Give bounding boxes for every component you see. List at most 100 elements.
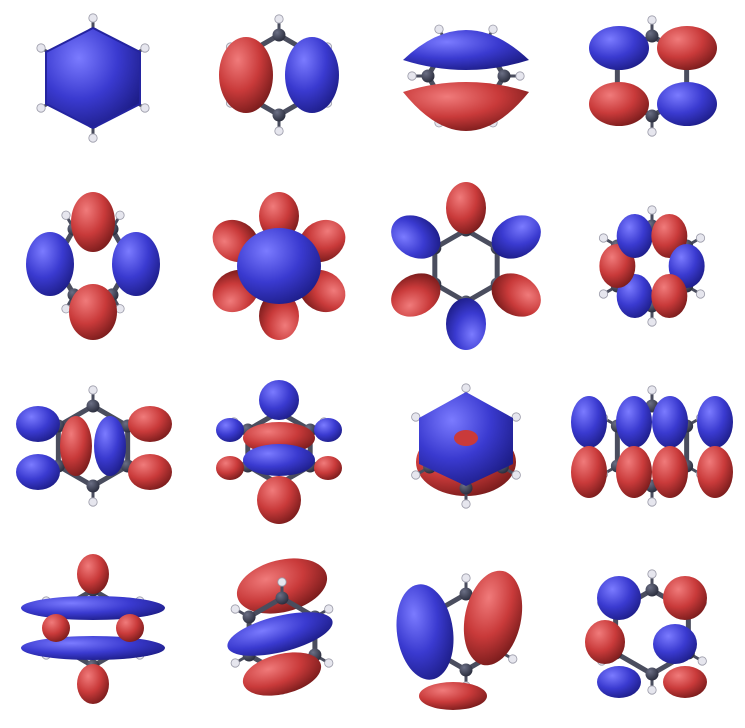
orbital-panel bbox=[186, 0, 372, 182]
hydrogen-atom bbox=[277, 577, 287, 587]
hydrogen-atom bbox=[274, 14, 284, 24]
cc-bond bbox=[55, 403, 96, 429]
positive-lobe-tl bbox=[16, 406, 60, 442]
positive-lobe-tl bbox=[596, 576, 641, 620]
positive-lobe-top-0 bbox=[570, 396, 607, 448]
positive-lobe-tl bbox=[588, 26, 649, 70]
hydrogen-atom bbox=[230, 604, 241, 614]
positive-lobe-band-top bbox=[21, 596, 165, 620]
positive-lobe-top bbox=[259, 380, 300, 420]
hydrogen-atom bbox=[487, 24, 498, 34]
hydrogen-atom bbox=[460, 573, 471, 583]
hydrogen-atom bbox=[61, 210, 71, 220]
orbital-isosurface bbox=[227, 558, 334, 696]
hydrogen-atom bbox=[61, 304, 71, 314]
positive-lobe-r bbox=[652, 624, 697, 664]
hydrogen-atom bbox=[406, 71, 417, 81]
hydrogen-atom bbox=[460, 383, 471, 393]
benzene-skeleton bbox=[39, 385, 147, 507]
positive-lobe-band-bottom bbox=[21, 636, 165, 660]
orbital-panel bbox=[559, 182, 745, 364]
hydrogen-atom bbox=[88, 133, 98, 143]
negative-lobe-l bbox=[584, 620, 625, 664]
positive-lobe-br bbox=[656, 82, 717, 126]
positive-lobe-outer-4 bbox=[491, 215, 541, 259]
negative-lobe-bottom-0 bbox=[570, 446, 607, 498]
positive-lobe-ring-2 bbox=[616, 214, 653, 258]
hydrogen-atom bbox=[115, 210, 125, 220]
carbon-atom bbox=[497, 69, 510, 83]
positive-lobe-top-1 bbox=[615, 396, 652, 448]
cc-bond bbox=[90, 463, 131, 489]
hydrogen-atom bbox=[647, 317, 657, 327]
hydrogen-atom bbox=[88, 13, 98, 23]
orbital-isosurface bbox=[395, 570, 522, 710]
negative-lobe-bottom bbox=[418, 682, 487, 710]
orbital-panel bbox=[0, 0, 186, 182]
negative-lobe-right bbox=[463, 570, 522, 666]
orbital-panel bbox=[373, 0, 559, 182]
hydrogen-atom bbox=[36, 103, 46, 113]
positive-lobe-cr bbox=[94, 416, 126, 476]
negative-lobe-tr bbox=[656, 26, 717, 70]
hydrogen-atom bbox=[647, 497, 657, 507]
hydrogen-atom bbox=[140, 103, 150, 113]
negative-lobe-top bbox=[77, 554, 109, 594]
benzene-skeleton bbox=[598, 385, 705, 507]
negative-lobe-outer-3 bbox=[445, 182, 486, 234]
negative-lobe-ring-5 bbox=[651, 274, 688, 318]
orbital-panel bbox=[373, 364, 559, 546]
orbital-isosurface bbox=[36, 13, 150, 143]
negative-lobe-br bbox=[128, 454, 172, 490]
negative-lobe-top bbox=[71, 192, 115, 252]
negative-lobe-bottom bbox=[402, 82, 529, 131]
hydrogen-atom bbox=[695, 289, 705, 299]
hydrogen-atom bbox=[140, 43, 150, 53]
hydrogen-atom bbox=[647, 205, 657, 215]
positive-lobe-top bbox=[402, 30, 529, 70]
negative-lobe-bl bbox=[216, 456, 245, 480]
cc-bond bbox=[55, 463, 96, 489]
orbital-isosurface bbox=[588, 15, 717, 137]
negative-lobe-cl bbox=[60, 416, 92, 476]
positive-lobe-tl bbox=[216, 418, 245, 442]
carbon-atom bbox=[459, 481, 472, 495]
orbital-panel bbox=[373, 182, 559, 364]
orbital-isosurface bbox=[21, 554, 165, 704]
hydrogen-atom bbox=[88, 385, 98, 395]
carbon-atom bbox=[272, 28, 286, 42]
hydrogen-atom bbox=[433, 24, 444, 34]
hydrogen-atom bbox=[324, 604, 334, 614]
positive-lobe-left bbox=[26, 232, 74, 296]
hydrogen-atom bbox=[598, 233, 608, 243]
donut-hole bbox=[453, 430, 478, 446]
hydrogen-atom bbox=[647, 685, 657, 695]
carbon-atom bbox=[275, 591, 289, 605]
orbital-panel bbox=[559, 364, 745, 546]
hydrogen-atom bbox=[410, 412, 420, 422]
carbon-atom bbox=[459, 587, 472, 601]
negative-lobe-br bbox=[662, 666, 707, 698]
negative-lobe-left bbox=[219, 37, 274, 113]
hydrogen-atom bbox=[36, 43, 46, 53]
positive-lobe-right bbox=[285, 37, 340, 113]
negative-lobe-outer-5 bbox=[491, 273, 541, 317]
hydrogen-atom bbox=[230, 658, 241, 668]
carbon-atom bbox=[645, 667, 659, 681]
carbon-atom bbox=[645, 29, 659, 43]
hydrogen-atom bbox=[647, 569, 657, 579]
orbital-isosurface bbox=[402, 24, 529, 131]
negative-lobe-bottom bbox=[77, 664, 109, 704]
negative-lobe-bottom-3 bbox=[696, 446, 733, 498]
hydrogen-atom bbox=[647, 385, 657, 395]
hydrogen-atom bbox=[647, 127, 657, 137]
negative-lobe-outer-1 bbox=[390, 273, 440, 317]
hydrogen-atom bbox=[115, 304, 125, 314]
positive-lobe-outer-2 bbox=[390, 215, 440, 259]
orbital-panel bbox=[0, 182, 186, 364]
positive-lobe-top-3 bbox=[696, 396, 733, 448]
negative-lobe-tr bbox=[662, 576, 707, 620]
carbon-atom bbox=[645, 109, 659, 123]
positive-lobe-top-2 bbox=[651, 396, 688, 448]
orbital-isosurface bbox=[16, 385, 172, 507]
